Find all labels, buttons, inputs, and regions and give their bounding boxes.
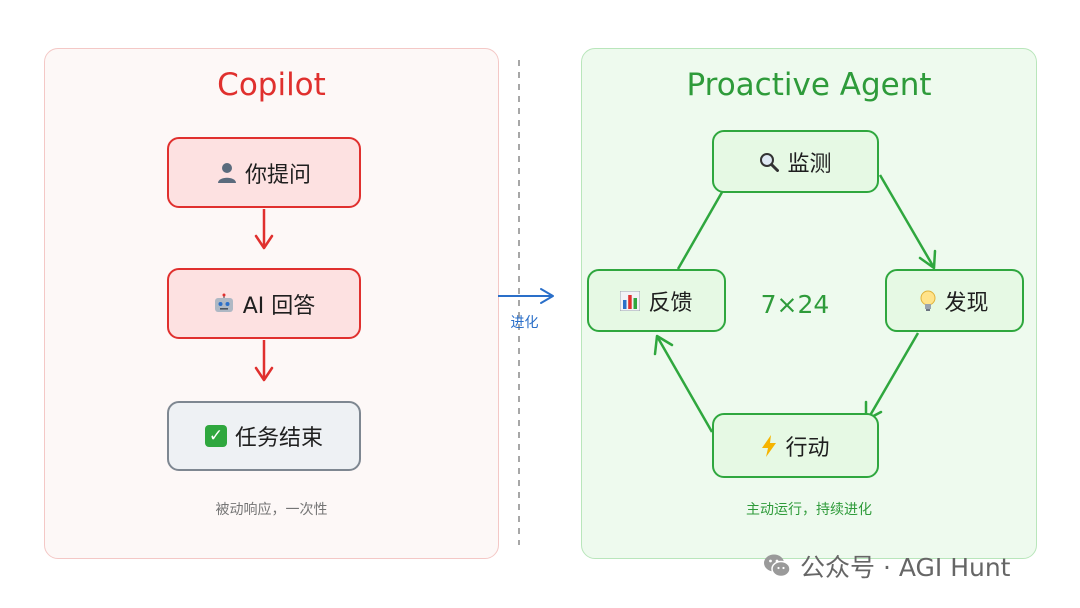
step-ask-label: 你提问 bbox=[244, 162, 311, 188]
watermark: 公众号 · AGI Hunt bbox=[762, 548, 1011, 584]
bar-chart-icon bbox=[620, 290, 641, 311]
arrow-action-to-feedback bbox=[653, 334, 714, 433]
copilot-title: Copilot bbox=[217, 67, 326, 103]
magnifier-icon bbox=[759, 152, 780, 172]
cycle-feedback: 反馈 bbox=[587, 269, 726, 332]
robot-icon bbox=[213, 293, 235, 315]
cycle-discover: 发现 bbox=[885, 269, 1024, 332]
cycle-monitor: 监测 bbox=[712, 130, 879, 193]
cycle-center-label: 7×24 bbox=[760, 290, 830, 319]
arrow-discover-to-action bbox=[864, 332, 920, 422]
step-answer-label: AI 回答 bbox=[242, 293, 316, 319]
wechat-icon bbox=[762, 551, 792, 581]
arrow-ask-to-answer bbox=[254, 209, 274, 250]
evolve-arrow bbox=[498, 288, 554, 304]
lightbulb-icon bbox=[920, 290, 936, 312]
step-ask: 你提问 bbox=[167, 137, 361, 208]
cycle-feedback-label: 反馈 bbox=[648, 290, 693, 316]
arrow-answer-to-end bbox=[254, 340, 274, 382]
cycle-discover-label: 发现 bbox=[944, 290, 989, 316]
user-icon bbox=[217, 162, 237, 184]
agent-caption: 主动运行，持续进化 bbox=[746, 502, 872, 518]
check-icon: ✓ bbox=[204, 425, 227, 447]
arrow-monitor-to-discover bbox=[878, 174, 937, 270]
cycle-action-label: 行动 bbox=[785, 435, 830, 461]
step-end: ✓ 任务结束 bbox=[167, 401, 361, 471]
cycle-monitor-label: 监测 bbox=[787, 151, 832, 177]
copilot-caption: 被动响应，一次性 bbox=[215, 502, 328, 518]
step-end-label: 任务结束 bbox=[234, 426, 323, 451]
watermark-text: 公众号 · AGI Hunt bbox=[800, 553, 1011, 582]
agent-title: Proactive Agent bbox=[686, 67, 932, 103]
step-answer: AI 回答 bbox=[167, 268, 361, 339]
cycle-action: 行动 bbox=[712, 413, 879, 478]
lightning-icon bbox=[761, 434, 777, 457]
evolve-label: 进化 bbox=[510, 315, 539, 331]
